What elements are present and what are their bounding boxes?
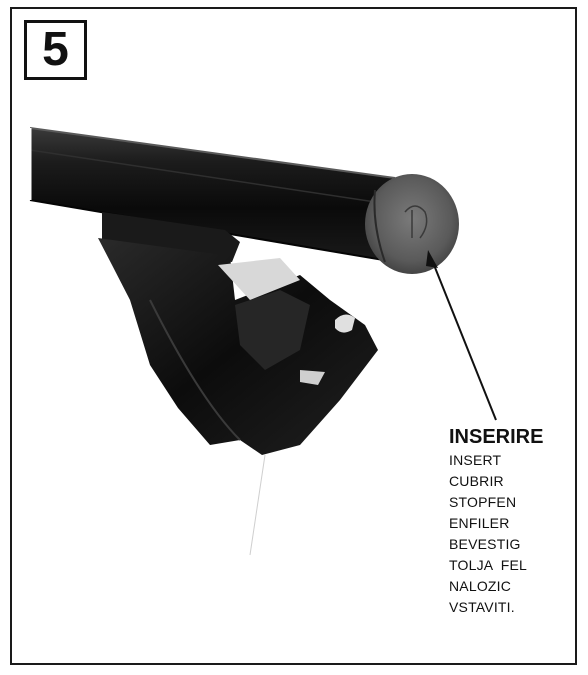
- translation-label: ENFILER: [449, 515, 510, 531]
- translation-label: NALOZIC: [449, 578, 512, 594]
- rack-foot: [98, 212, 378, 556]
- roof-bar: [28, 127, 396, 263]
- translation-label: BEVESTIG: [449, 536, 521, 552]
- step-number: 5: [42, 23, 69, 76]
- translation-label: VSTAVITI.: [449, 599, 515, 615]
- translation-label: STOPFEN: [449, 494, 517, 510]
- translation-label: TOLJA FEL: [449, 557, 527, 573]
- translation-label: CUBRIR: [449, 473, 504, 489]
- callout-text: INSERIRE INSERT CUBRIR STOPFEN ENFILER B…: [449, 424, 574, 618]
- translation-label: INSERT: [449, 452, 502, 468]
- step-number-box: 5: [24, 20, 87, 80]
- end-cap: [365, 174, 459, 274]
- callout-main-label: INSERIRE: [449, 426, 544, 448]
- callout-arrow: [426, 250, 497, 421]
